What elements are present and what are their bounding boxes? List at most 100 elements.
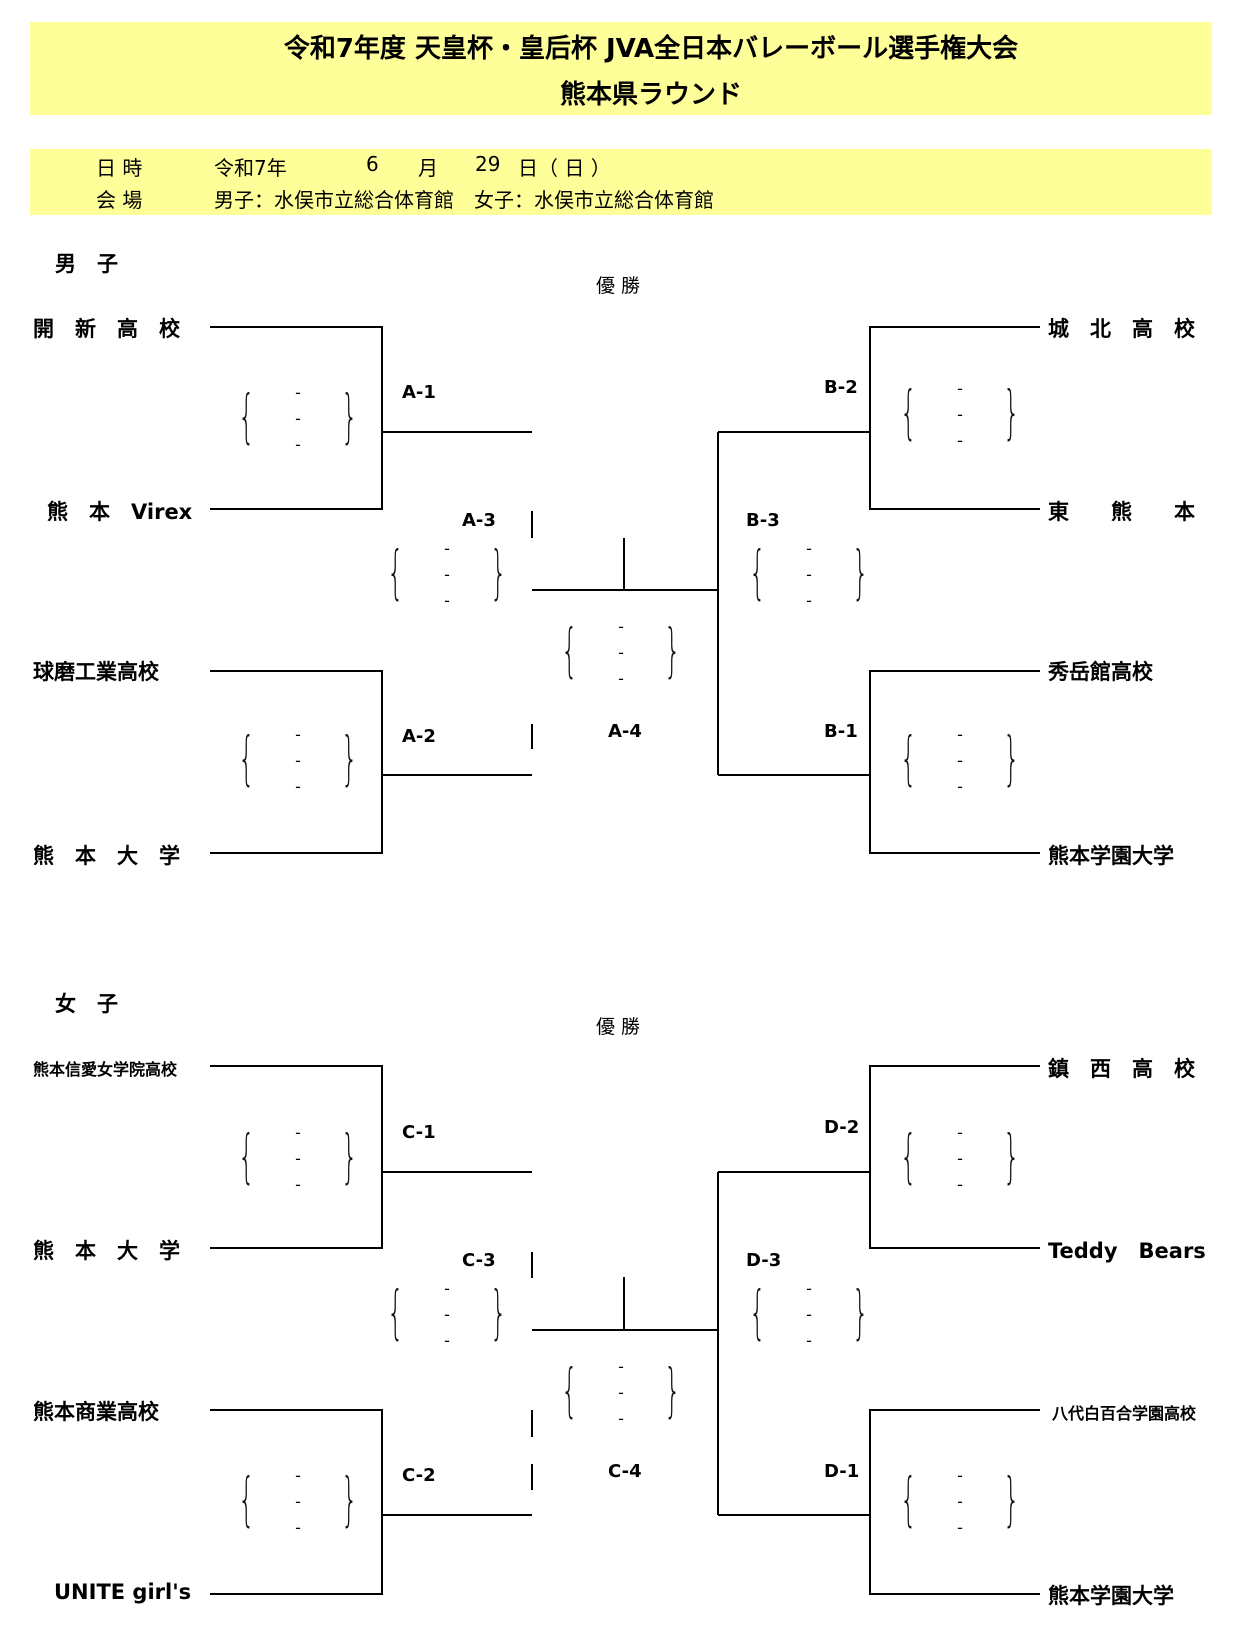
score-dash-1: - bbox=[806, 539, 812, 558]
right-brace: } bbox=[490, 1278, 507, 1346]
men-bracket-lines bbox=[210, 326, 1040, 854]
right-brace: } bbox=[664, 616, 681, 684]
score-dash-3: - bbox=[295, 1175, 301, 1194]
bracket-line-a1 bbox=[210, 326, 383, 510]
bracket-line-a2 bbox=[210, 670, 383, 854]
score-box-b2: {}--- bbox=[900, 377, 1020, 451]
score-dash-2: - bbox=[444, 1305, 450, 1324]
right-brace: } bbox=[341, 1465, 358, 1533]
score-dash-3: - bbox=[444, 1331, 450, 1350]
right-brace: } bbox=[490, 538, 507, 606]
match-code-a4: A-4 bbox=[608, 721, 642, 742]
score-box-a2: {}--- bbox=[238, 723, 358, 797]
score-dash-3: - bbox=[444, 591, 450, 610]
score-dash-1: - bbox=[957, 1466, 963, 1485]
right-brace: } bbox=[341, 1122, 358, 1190]
women-champion-label: 優 勝 bbox=[596, 1016, 641, 1038]
score-box-c1: {}--- bbox=[238, 1121, 358, 1195]
match-code-c4: C-4 bbox=[608, 1461, 642, 1482]
match-code-d1: D-1 bbox=[824, 1461, 860, 1482]
match-code-a2: A-2 bbox=[402, 726, 436, 747]
score-dash-1: - bbox=[618, 617, 624, 636]
score-dash-1: - bbox=[295, 1123, 301, 1142]
date-day-unit: 日（ 日 ） bbox=[518, 156, 611, 180]
women-team-2: 熊 本 大 学 bbox=[33, 1239, 180, 1263]
left-brace: { bbox=[749, 1278, 766, 1346]
score-dash-3: - bbox=[806, 591, 812, 610]
right-brace: } bbox=[852, 1278, 869, 1346]
score-box-d3: {}--- bbox=[749, 1277, 869, 1351]
score-box-a3: {}--- bbox=[387, 537, 507, 611]
bracket-line-d1 bbox=[869, 1409, 1040, 1595]
men-team-6: 東 熊 本 bbox=[1048, 500, 1195, 524]
left-brace: { bbox=[387, 538, 404, 606]
match-code-b1: B-1 bbox=[824, 721, 858, 742]
left-brace: { bbox=[238, 1122, 255, 1190]
right-brace: } bbox=[1003, 724, 1020, 792]
score-dash-3: - bbox=[957, 1175, 963, 1194]
date-day-number: 29 bbox=[475, 152, 501, 176]
date-month-number: 6 bbox=[366, 152, 379, 176]
score-dash-2: - bbox=[295, 751, 301, 770]
score-dash-2: - bbox=[957, 405, 963, 424]
score-dash-2: - bbox=[957, 751, 963, 770]
women-team-6: Teddy Bears bbox=[1048, 1239, 1206, 1263]
match-code-c1: C-1 bbox=[402, 1122, 436, 1143]
bracket-line-c1 bbox=[210, 1065, 383, 1249]
score-box-b1: {}--- bbox=[900, 723, 1020, 797]
women-team-5: 鎮 西 高 校 bbox=[1048, 1057, 1195, 1081]
women-section-label: 女 子 bbox=[55, 992, 118, 1016]
tournament-title: 令和7年度 天皇杯・皇后杯 JVA全日本バレーボール選手権大会 bbox=[283, 34, 1019, 64]
score-dash-1: - bbox=[806, 1279, 812, 1298]
women-team-7: 八代白百合学園高校 bbox=[1052, 1404, 1197, 1423]
score-box-c3: {}--- bbox=[387, 1277, 507, 1351]
left-brace: { bbox=[238, 724, 255, 792]
right-brace: } bbox=[1003, 378, 1020, 446]
match-code-b2: B-2 bbox=[824, 377, 858, 398]
score-box-d2: {}--- bbox=[900, 1121, 1020, 1195]
men-section-label: 男 子 bbox=[55, 252, 118, 276]
score-box-d1: {}--- bbox=[900, 1464, 1020, 1538]
score-dash-1: - bbox=[957, 725, 963, 744]
score-dash-1: - bbox=[295, 1466, 301, 1485]
bracket-line-d2 bbox=[869, 1065, 1040, 1249]
venue-label: 会 場 bbox=[96, 188, 143, 212]
score-dash-1: - bbox=[618, 1357, 624, 1376]
score-dash-2: - bbox=[295, 1492, 301, 1511]
left-brace: { bbox=[900, 378, 917, 446]
left-brace: { bbox=[900, 1465, 917, 1533]
score-box-c2: {}--- bbox=[238, 1464, 358, 1538]
women-team-1: 熊本信愛女学院高校 bbox=[33, 1060, 178, 1079]
tournament-subtitle: 熊本県ラウンド bbox=[559, 80, 742, 110]
score-dash-1: - bbox=[957, 1123, 963, 1142]
men-team-1: 開 新 高 校 bbox=[33, 317, 180, 341]
score-dash-1: - bbox=[444, 1279, 450, 1298]
score-dash-2: - bbox=[957, 1492, 963, 1511]
men-team-2: 熊 本 Virex bbox=[47, 500, 193, 524]
score-box-a4: {}--- bbox=[561, 615, 681, 689]
score-dash-3: - bbox=[618, 1409, 624, 1428]
score-dash-1: - bbox=[295, 383, 301, 402]
score-dash-3: - bbox=[295, 1518, 301, 1537]
score-dash-3: - bbox=[957, 1518, 963, 1537]
women-team-4: UNITE girl's bbox=[54, 1580, 192, 1604]
score-dash-3: - bbox=[957, 777, 963, 796]
date-month-unit: 月 bbox=[418, 156, 438, 180]
score-dash-2: - bbox=[806, 565, 812, 584]
score-box-b3: {}--- bbox=[749, 537, 869, 611]
bracket-line-b1 bbox=[869, 670, 1040, 854]
score-box-a1: {}--- bbox=[238, 381, 358, 455]
right-brace: } bbox=[1003, 1122, 1020, 1190]
score-dash-2: - bbox=[444, 565, 450, 584]
match-code-c2: C-2 bbox=[402, 1465, 436, 1486]
left-brace: { bbox=[238, 382, 255, 450]
match-code-d2: D-2 bbox=[824, 1117, 860, 1138]
match-code-c3: C-3 bbox=[462, 1250, 496, 1271]
left-brace: { bbox=[749, 538, 766, 606]
score-dash-3: - bbox=[618, 669, 624, 688]
event-info-bar: 日 時 令和7年 6 月 29 日（ 日 ） 会 場 男子：水俣市立総合体育館 … bbox=[30, 149, 1212, 215]
men-team-5: 城 北 高 校 bbox=[1048, 317, 1195, 341]
date-label: 日 時 bbox=[96, 156, 143, 180]
women-bracket-lines bbox=[210, 1065, 1040, 1595]
